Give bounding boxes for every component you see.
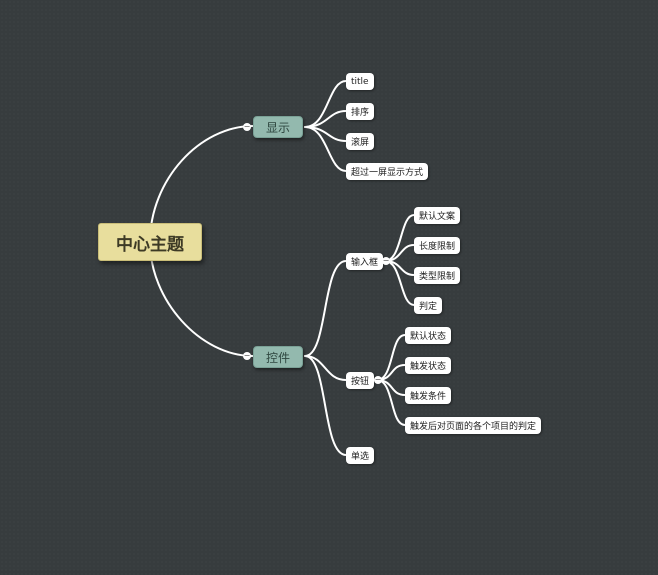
display-item-overflow[interactable]: 超过一屏显示方式 bbox=[346, 163, 429, 180]
button-item-post-trigger-validation[interactable]: 触发后对页面的各个项目的判定 bbox=[405, 417, 542, 434]
input-item-length-limit[interactable]: 长度限制 bbox=[414, 237, 461, 254]
input-item-type-limit[interactable]: 类型限制 bbox=[414, 267, 461, 284]
collapse-toggle-display[interactable]: − bbox=[243, 122, 251, 131]
display-item-sort[interactable]: 排序 bbox=[346, 103, 375, 120]
control-item-radio[interactable]: 单选 bbox=[346, 447, 375, 464]
control-item-button[interactable]: 按钮 bbox=[346, 372, 375, 389]
input-item-default-text[interactable]: 默认文案 bbox=[414, 207, 461, 224]
button-item-triggered-state[interactable]: 触发状态 bbox=[405, 357, 452, 374]
display-item-title[interactable]: title bbox=[346, 73, 374, 90]
main-topic-control[interactable]: 控件 bbox=[253, 346, 303, 368]
display-item-scroll[interactable]: 滚屏 bbox=[346, 133, 375, 150]
control-item-input[interactable]: 输入框 bbox=[346, 253, 384, 270]
central-topic[interactable]: 中心主题 bbox=[98, 223, 202, 261]
collapse-toggle-control[interactable]: − bbox=[243, 351, 251, 360]
main-topic-display[interactable]: 显示 bbox=[253, 116, 303, 138]
collapse-toggle-input[interactable]: − bbox=[382, 256, 390, 265]
collapse-toggle-button[interactable]: − bbox=[374, 375, 382, 384]
button-item-default-state[interactable]: 默认状态 bbox=[405, 327, 452, 344]
button-item-trigger-condition[interactable]: 触发条件 bbox=[405, 387, 452, 404]
input-item-validation[interactable]: 判定 bbox=[414, 297, 443, 314]
